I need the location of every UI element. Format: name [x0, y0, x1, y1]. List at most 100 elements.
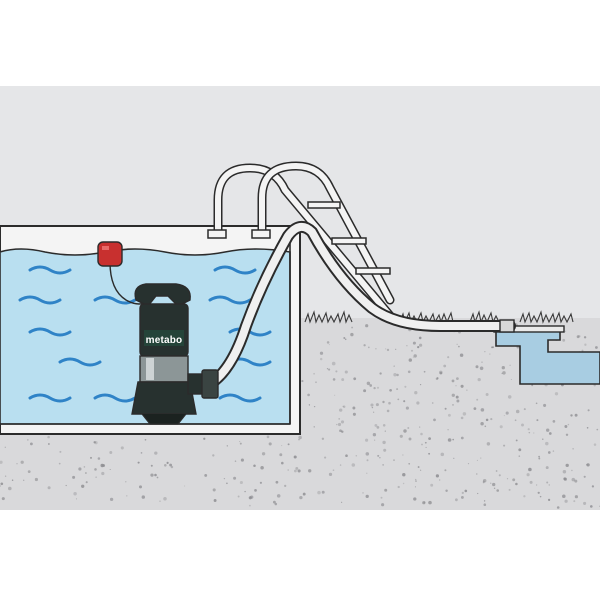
soil-speckle — [109, 468, 111, 471]
soil-speckle — [382, 440, 386, 445]
soil-speckle — [253, 464, 256, 467]
soil-speckle — [95, 476, 97, 478]
soil-speckle — [483, 500, 486, 502]
soil-speckle — [467, 462, 470, 465]
soil-speckle — [495, 470, 498, 472]
soil-speckle — [402, 454, 404, 456]
soil-speckle — [100, 463, 104, 468]
soil-speckle — [518, 455, 521, 457]
soil-speckle — [339, 408, 343, 412]
soil-speckle — [65, 484, 67, 487]
soil-speckle — [430, 483, 434, 487]
soil-speckle — [0, 460, 3, 464]
soil-speckle — [404, 385, 407, 388]
soil-speckle — [460, 416, 464, 420]
wave — [58, 357, 102, 367]
soil-speckle — [212, 454, 215, 457]
soil-speckle — [244, 490, 246, 493]
pool-ladder-icon — [207, 161, 397, 323]
soil-speckle — [482, 478, 487, 483]
soil-speckle — [376, 426, 380, 429]
soil-speckle — [237, 495, 240, 498]
soil-speckle — [518, 448, 522, 452]
soil-speckle — [81, 484, 85, 488]
soil-speckle — [395, 348, 397, 350]
soil-speckle — [4, 446, 6, 448]
soil-speckle — [287, 443, 290, 446]
soil-speckle — [447, 438, 452, 442]
soil-speckle — [287, 469, 289, 471]
soil-speckle — [377, 454, 380, 457]
soil-speckle — [301, 380, 304, 383]
soil-speckle — [567, 423, 570, 426]
soil-speckle — [352, 406, 356, 410]
soil-speckle — [396, 373, 399, 377]
soil-speckle — [583, 475, 586, 478]
soil-speckle — [587, 409, 590, 412]
soil-speckle — [93, 441, 96, 444]
soil-speckle — [542, 438, 544, 440]
soil-speckle — [381, 503, 385, 507]
soil-speckle — [460, 384, 464, 388]
soil-speckle — [444, 469, 447, 472]
soil-speckle — [419, 426, 421, 428]
soil-speckle — [402, 473, 406, 477]
soil-speckle — [484, 425, 487, 428]
soil-speckle — [163, 497, 167, 501]
soil-speckle — [384, 430, 386, 432]
soil-speckle — [424, 441, 427, 444]
soil-speckle — [26, 439, 29, 441]
soil-speckle — [485, 418, 489, 422]
soil-speckle — [382, 424, 386, 427]
soil-speckle — [506, 478, 509, 480]
soil-speckle — [308, 469, 312, 473]
soil-speckle — [58, 462, 61, 465]
soil-speckle — [382, 400, 385, 404]
soil-speckle — [562, 338, 566, 342]
water-waves — [18, 265, 272, 403]
soil-speckle — [503, 415, 505, 417]
soil-speckle — [120, 446, 124, 450]
soil-speckle — [439, 371, 443, 375]
pump-icon: metabo — [131, 283, 219, 425]
soil-speckle — [350, 332, 354, 337]
soil-speckle — [453, 457, 455, 459]
soil-speckle — [498, 474, 501, 477]
soil-speckle — [159, 500, 161, 502]
soil-speckle — [480, 457, 482, 459]
soil-speckle — [298, 435, 302, 440]
soil-speckle — [380, 496, 383, 499]
soil-speckle — [490, 482, 492, 484]
soil-speckle — [546, 481, 549, 484]
soil-speckle — [445, 489, 448, 493]
ladder-step — [331, 237, 367, 245]
soil-speckle — [451, 393, 455, 397]
soil-speckle — [460, 436, 464, 440]
soil-speckle — [223, 477, 226, 480]
soil-speckle — [371, 406, 374, 409]
soil-speckle — [365, 438, 369, 442]
soil-speckle — [462, 412, 467, 416]
soil-speckle — [293, 455, 297, 459]
soil-speckle — [417, 346, 420, 349]
soil-speckle — [336, 423, 338, 426]
soil-speckle — [407, 370, 411, 374]
soil-speckle — [8, 486, 12, 491]
soil-speckle — [447, 413, 451, 417]
soil-speckle — [477, 492, 479, 495]
soil-speckle — [408, 358, 412, 362]
soil-speckle — [90, 456, 92, 459]
soil-speckle — [419, 343, 423, 347]
soil-speckle — [489, 353, 491, 355]
soil-speckle — [240, 458, 244, 462]
soil-speckle — [281, 445, 283, 447]
soil-speckle — [418, 336, 422, 340]
soil-speckle — [75, 498, 78, 500]
soil-speckle — [365, 324, 369, 328]
soil-speckle — [239, 480, 243, 485]
soil-speckle — [425, 446, 427, 448]
soil-speckle — [433, 418, 436, 422]
soil-speckle — [308, 404, 311, 406]
soil-speckle — [4, 475, 7, 477]
